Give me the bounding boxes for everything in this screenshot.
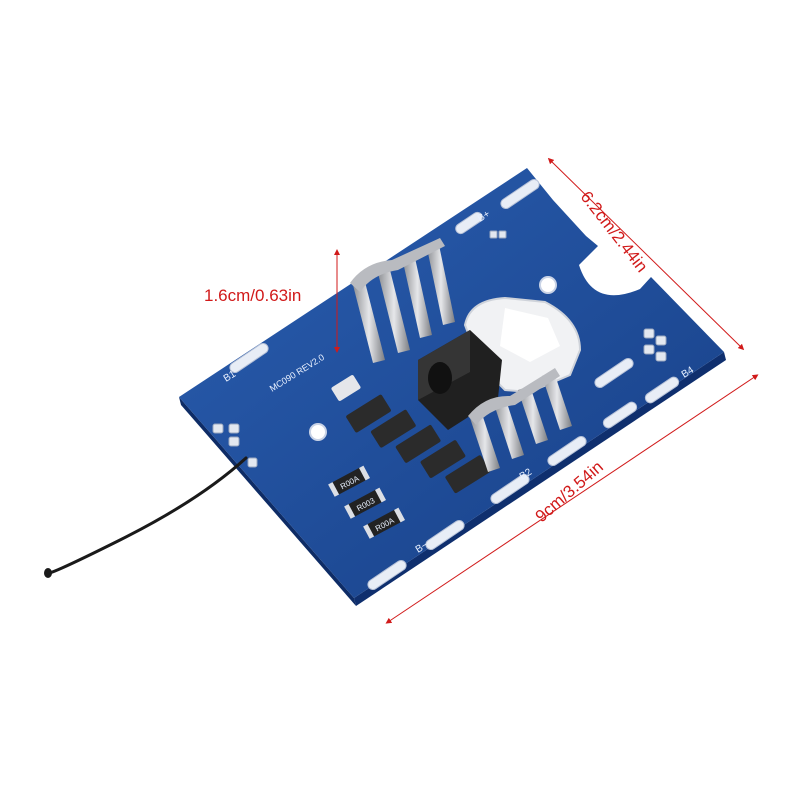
mounting-hole: [539, 276, 557, 294]
mounting-hole: [309, 423, 327, 441]
height-dimension-label: 1.6cm/0.63in: [204, 286, 302, 305]
dimension-lines: [334, 157, 759, 624]
thermistor-wire: [45, 456, 248, 575]
terminal-left: [350, 238, 455, 363]
